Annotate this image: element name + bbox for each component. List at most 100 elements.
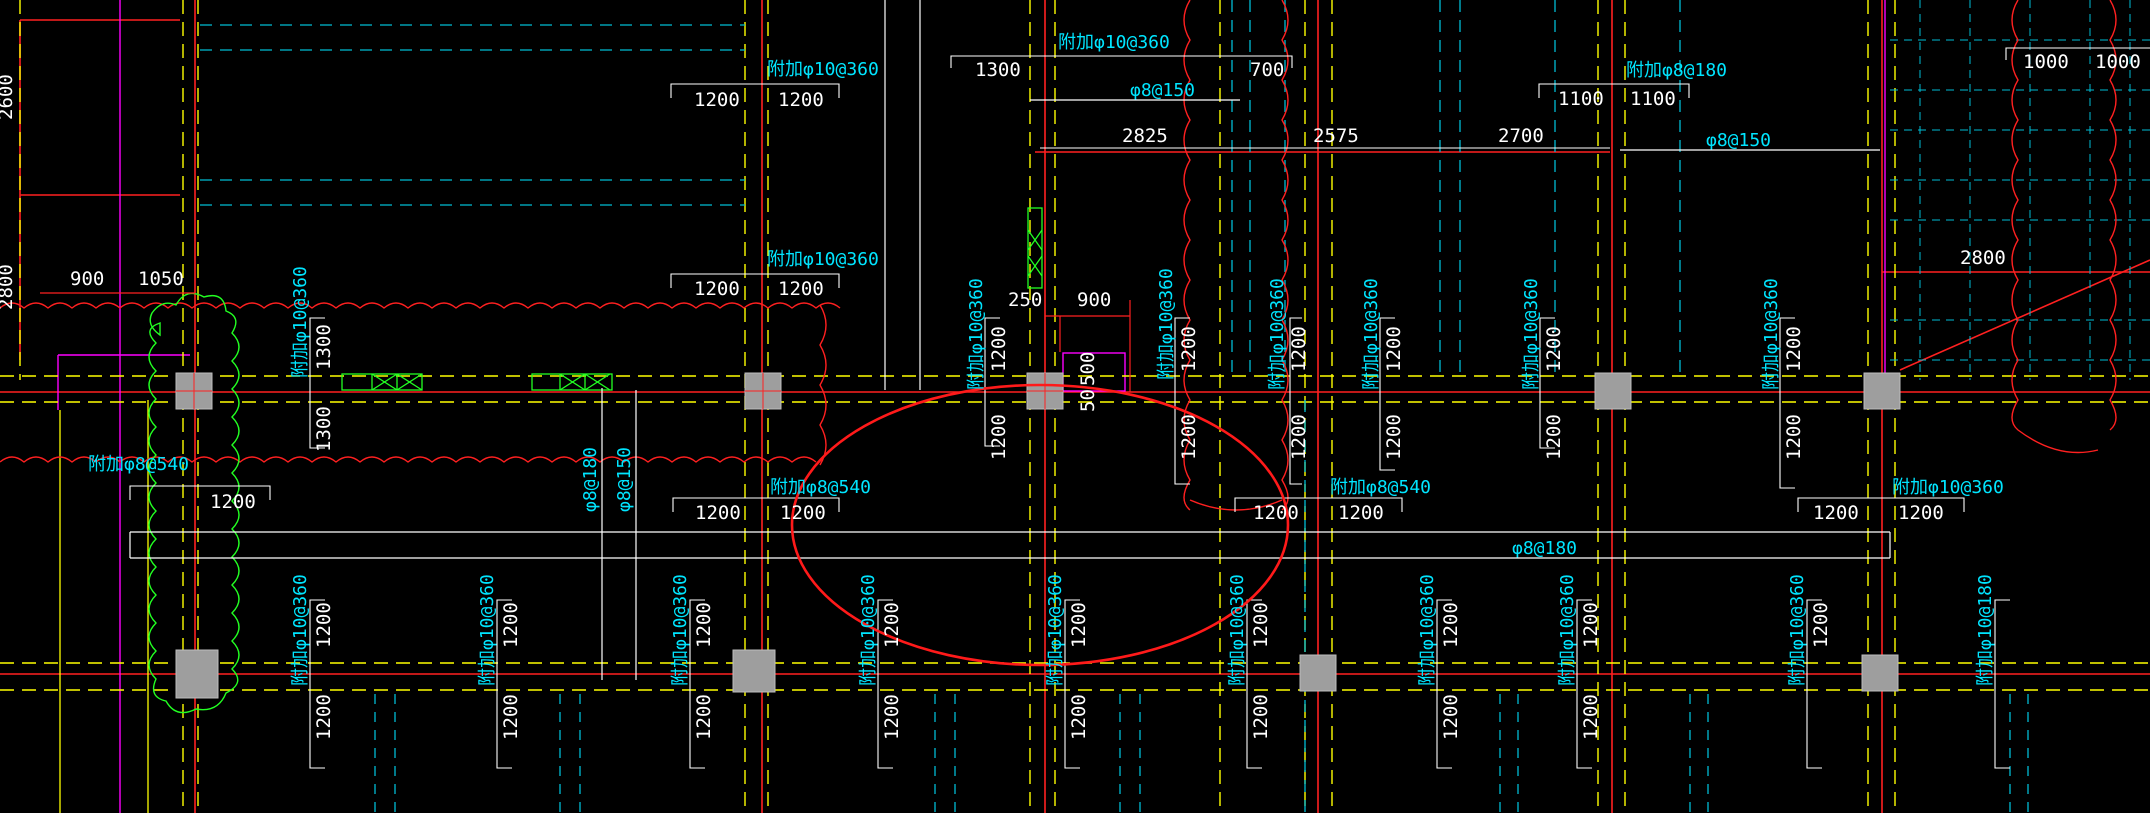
dim-label: 1200 bbox=[1178, 326, 1200, 372]
rebar-label: φ8@150 bbox=[614, 447, 635, 512]
cyan-dashed-lines bbox=[200, 0, 1681, 813]
rebar-label: φ8@150 bbox=[1130, 80, 1195, 101]
rebar-label: 附加φ10@360 bbox=[1361, 278, 1382, 390]
dimension-brackets bbox=[129, 47, 2150, 769]
right-grid-block bbox=[1890, 0, 2150, 380]
dim-label: 1200 bbox=[1250, 602, 1272, 648]
dim-label: 1000 bbox=[2095, 51, 2141, 73]
rebar-label: 附加φ10@360 bbox=[1557, 574, 1578, 686]
rebar-label: 附加φ10@360 bbox=[1045, 574, 1066, 686]
dim-label: 1200 bbox=[500, 602, 522, 648]
rebar-label: 附加φ10@360 bbox=[1787, 574, 1808, 686]
highlight-ellipse bbox=[790, 383, 1290, 667]
rebar-label: 附加φ10@360 bbox=[1156, 268, 1177, 380]
rebar-label: 附加φ10@360 bbox=[290, 574, 311, 686]
dim-label: 1200 bbox=[1288, 326, 1310, 372]
dim-label: 1200 bbox=[1178, 414, 1200, 460]
rebar-label: 附加φ8@540 bbox=[1330, 477, 1431, 498]
dim-label: 1200 bbox=[881, 602, 903, 648]
columns bbox=[175, 372, 1901, 699]
dim-label: 900 bbox=[70, 268, 104, 290]
dim-label: 1200 bbox=[1338, 502, 1384, 524]
column bbox=[1299, 654, 1337, 692]
dim-label: 1000 bbox=[2023, 51, 2069, 73]
column bbox=[175, 649, 219, 699]
column bbox=[1594, 372, 1632, 410]
dim-label: 1200 bbox=[695, 502, 741, 524]
dim-label: 2600 bbox=[0, 74, 17, 120]
dimension-labels: 2600 2800 900 1050 1300 700 2825 2575 27… bbox=[0, 51, 2141, 740]
dim-label: 1300 bbox=[975, 59, 1021, 81]
dim-label: 1200 bbox=[694, 278, 740, 300]
dim-label: 1200 bbox=[780, 502, 826, 524]
dim-label: 1200 bbox=[1580, 602, 1602, 648]
dim-label: 1200 bbox=[778, 89, 824, 111]
rebar-label: 附加φ10@360 bbox=[858, 574, 879, 686]
dim-label: 2700 bbox=[1498, 125, 1544, 147]
dim-label: 1200 bbox=[1253, 502, 1299, 524]
rebar-label: 附加φ10@360 bbox=[966, 278, 987, 390]
rebar-label: 附加φ10@360 bbox=[670, 574, 691, 686]
rebar-label: φ8@180 bbox=[1512, 538, 1577, 559]
dim-label: 1200 bbox=[1543, 326, 1565, 372]
rebar-label: 附加φ10@360 bbox=[767, 59, 879, 80]
dim-label: 700 bbox=[1250, 59, 1284, 81]
dim-label: 1200 bbox=[1250, 694, 1272, 740]
dim-label: 1200 bbox=[988, 326, 1010, 372]
dim-label: 2825 bbox=[1122, 125, 1168, 147]
dim-label: 1200 bbox=[1068, 694, 1090, 740]
dim-label: 1200 bbox=[881, 694, 903, 740]
dim-label: 1200 bbox=[1813, 502, 1859, 524]
magenta-lines bbox=[57, 0, 1886, 813]
dim-label: 900 bbox=[1077, 289, 1111, 311]
dim-label: 1200 bbox=[313, 602, 335, 648]
dim-label: 1200 bbox=[1383, 414, 1405, 460]
dim-label: 50 bbox=[1077, 389, 1099, 412]
rebar-label: φ8@180 bbox=[580, 447, 601, 512]
rebar-label: 附加φ10@360 bbox=[767, 249, 879, 270]
column-crosshairs bbox=[176, 373, 1063, 409]
dim-label: 1300 bbox=[313, 406, 335, 452]
dim-label: 1200 bbox=[1383, 326, 1405, 372]
dim-label: 1050 bbox=[138, 268, 184, 290]
green-rebar-symbols bbox=[341, 207, 1043, 391]
rebar-lines bbox=[129, 0, 1891, 680]
rebar-label: 附加φ10@360 bbox=[1417, 574, 1438, 686]
dim-label: 1100 bbox=[1630, 88, 1676, 110]
dim-label: 1200 bbox=[1898, 502, 1944, 524]
dim-label: 1300 bbox=[313, 324, 335, 370]
dim-label: 1200 bbox=[778, 278, 824, 300]
dim-label: 1200 bbox=[1580, 694, 1602, 740]
rebar-label: 附加φ10@180 bbox=[1975, 574, 1996, 686]
rebar-label: φ8@150 bbox=[1706, 130, 1771, 151]
dim-label: 1200 bbox=[1440, 694, 1462, 740]
column bbox=[732, 649, 776, 693]
rebar-label: 附加φ10@360 bbox=[1058, 32, 1170, 53]
rebar-label: 附加φ10@360 bbox=[1227, 574, 1248, 686]
rebar-label: 附加φ10@360 bbox=[477, 574, 498, 686]
dim-label: 1200 bbox=[1810, 602, 1832, 648]
rebar-label: 附加φ8@540 bbox=[770, 477, 871, 498]
dim-label: 2575 bbox=[1313, 125, 1359, 147]
dim-label: 1200 bbox=[500, 694, 522, 740]
column bbox=[1861, 654, 1899, 692]
dim-label: 250 bbox=[1008, 289, 1042, 311]
dim-label: 1200 bbox=[313, 694, 335, 740]
dim-label: 1200 bbox=[694, 89, 740, 111]
red-revision-cloud-horizontal bbox=[0, 0, 2117, 511]
yellow-solid-lines bbox=[59, 400, 149, 813]
column bbox=[1863, 372, 1901, 410]
rebar-label: 附加φ10@360 bbox=[290, 266, 311, 378]
dim-label: 1200 bbox=[1783, 414, 1805, 460]
dim-label: 1200 bbox=[1068, 602, 1090, 648]
dim-label: 1200 bbox=[988, 414, 1010, 460]
dim-label: 1200 bbox=[693, 602, 715, 648]
dim-label: 1200 bbox=[1440, 602, 1462, 648]
dim-label: 1200 bbox=[1783, 326, 1805, 372]
dim-label: 500 bbox=[1077, 352, 1099, 386]
rebar-label: 附加φ8@540 bbox=[88, 454, 189, 475]
rebar-label: 附加φ8@180 bbox=[1626, 60, 1727, 81]
dim-label: 1200 bbox=[210, 491, 256, 513]
dim-label: 1200 bbox=[1543, 414, 1565, 460]
